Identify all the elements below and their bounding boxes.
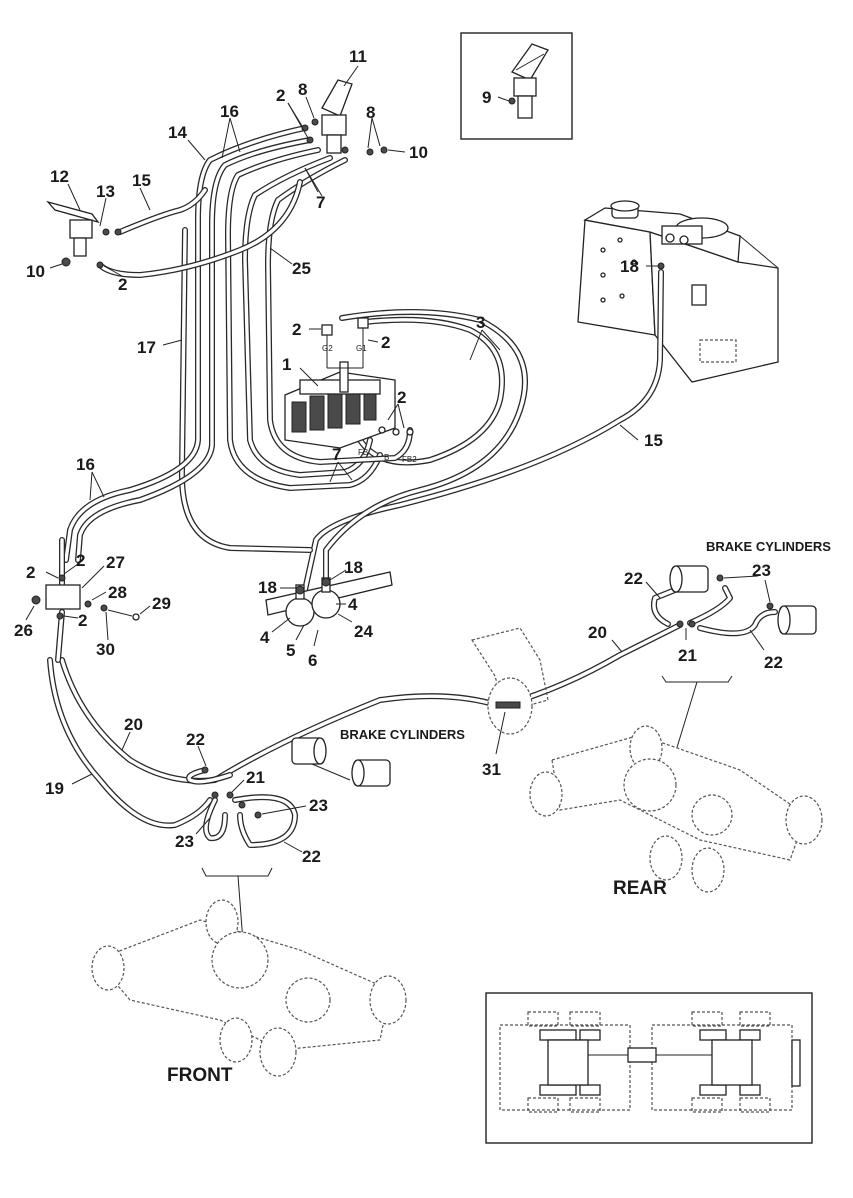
callout-18-acc-right: 18 — [344, 558, 363, 577]
callout-7-valve: 7 — [332, 445, 341, 464]
callout-15-right: 15 — [644, 431, 663, 450]
callout-30: 30 — [96, 640, 115, 659]
callout-21-rear: 21 — [678, 646, 697, 665]
callout-1: 1 — [282, 355, 291, 374]
callout-27: 27 — [106, 553, 125, 572]
port-label-fb: FB — [358, 448, 368, 457]
callout-12: 12 — [50, 167, 69, 186]
brake-block: 2 2 27 28 29 30 26 2 — [14, 551, 171, 659]
callout-17: 17 — [137, 338, 156, 357]
callout-21-front: 21 — [246, 768, 265, 787]
callout-23-rear: 23 — [752, 561, 771, 580]
caption-front: FRONT — [167, 1065, 233, 1086]
callout-23-front-b: 23 — [175, 832, 194, 851]
callout-6: 6 — [308, 651, 317, 670]
accumulators: 18 18 4 4 5 6 24 — [258, 558, 393, 670]
callout-8-b: 8 — [366, 103, 375, 122]
port-label-g1: G1 — [356, 344, 367, 353]
callout-3: 3 — [476, 313, 485, 332]
port-label-fb2: FB2 — [402, 455, 417, 464]
hose-lines — [47, 125, 778, 848]
main-control-valve: 1 FB B FB2 G2 G1 2 2 2 7 3 — [282, 313, 501, 483]
callout-16-top: 16 — [220, 102, 239, 121]
callout-22-rear-b: 22 — [764, 653, 783, 672]
callout-2-top: 2 — [276, 86, 285, 105]
callout-7-top: 7 — [316, 193, 325, 212]
callout-14: 14 — [168, 123, 187, 142]
caption-brake-cylinders-front: BRAKE CYLINDERS — [340, 727, 465, 742]
callout-9: 9 — [482, 88, 491, 107]
callout-18-acc-left: 18 — [258, 578, 277, 597]
callout-22-front-a: 22 — [186, 730, 205, 749]
callout-19: 19 — [45, 779, 64, 798]
callout-2-left: 2 — [118, 275, 127, 294]
inset-brake-pedal: 9 — [460, 32, 573, 140]
callout-22-front-b: 22 — [302, 847, 321, 866]
caption-rear: REAR — [613, 878, 667, 899]
callout-20-front: 20 — [124, 715, 143, 734]
front-brake-cylinders: BRAKE CYLINDERS 22 21 23 23 22 20 19 — [45, 715, 465, 866]
callout-2-block-c: 2 — [78, 611, 87, 630]
callout-31: 31 — [482, 760, 501, 779]
callout-24: 24 — [354, 622, 373, 641]
callout-29: 29 — [152, 594, 171, 613]
callout-28: 28 — [108, 583, 127, 602]
inset-chassis-topview — [485, 992, 813, 1144]
callout-26: 26 — [14, 621, 33, 640]
port-label-b: B — [384, 453, 389, 462]
callout-11: 11 — [349, 47, 367, 66]
port-label-g2: G2 — [322, 344, 333, 353]
callout-20-rear: 20 — [588, 623, 607, 642]
callout-22-rear-a: 22 — [624, 569, 643, 588]
callout-2-valve: 2 — [397, 388, 406, 407]
callout-2-g2: 2 — [292, 320, 301, 339]
left-pedal-valve: 12 13 15 10 2 25 17 16 15 — [26, 167, 663, 501]
front-axle-drawing: FRONT — [91, 867, 407, 1086]
callout-2-g1: 2 — [381, 333, 390, 352]
callout-2-block-b: 2 — [76, 551, 85, 570]
callout-10-left: 10 — [26, 262, 45, 281]
callout-5: 5 — [286, 641, 295, 660]
callout-13: 13 — [96, 182, 115, 201]
callout-2-block-a: 2 — [26, 563, 35, 582]
callout-16-left: 16 — [76, 455, 95, 474]
callout-8-a: 8 — [298, 80, 307, 99]
hydraulic-tank: 18 — [577, 200, 779, 383]
caption-brake-cylinders-rear: BRAKE CYLINDERS — [706, 539, 831, 554]
callout-15-left: 15 — [132, 171, 151, 190]
callout-23-front-a: 23 — [309, 796, 328, 815]
top-brake-valve: 11 8 8 2 10 7 16 14 — [168, 47, 428, 212]
callout-18-tank: 18 — [620, 257, 639, 276]
rotary-joint: 31 — [471, 627, 549, 779]
rear-axle-drawing: REAR — [529, 675, 823, 899]
callout-10-top: 10 — [409, 143, 428, 162]
rear-brake-cylinders: BRAKE CYLINDERS 22 23 21 22 20 — [588, 539, 831, 672]
callout-25: 25 — [292, 259, 311, 278]
callout-4-left: 4 — [260, 628, 270, 647]
callout-4-right: 4 — [348, 595, 358, 614]
